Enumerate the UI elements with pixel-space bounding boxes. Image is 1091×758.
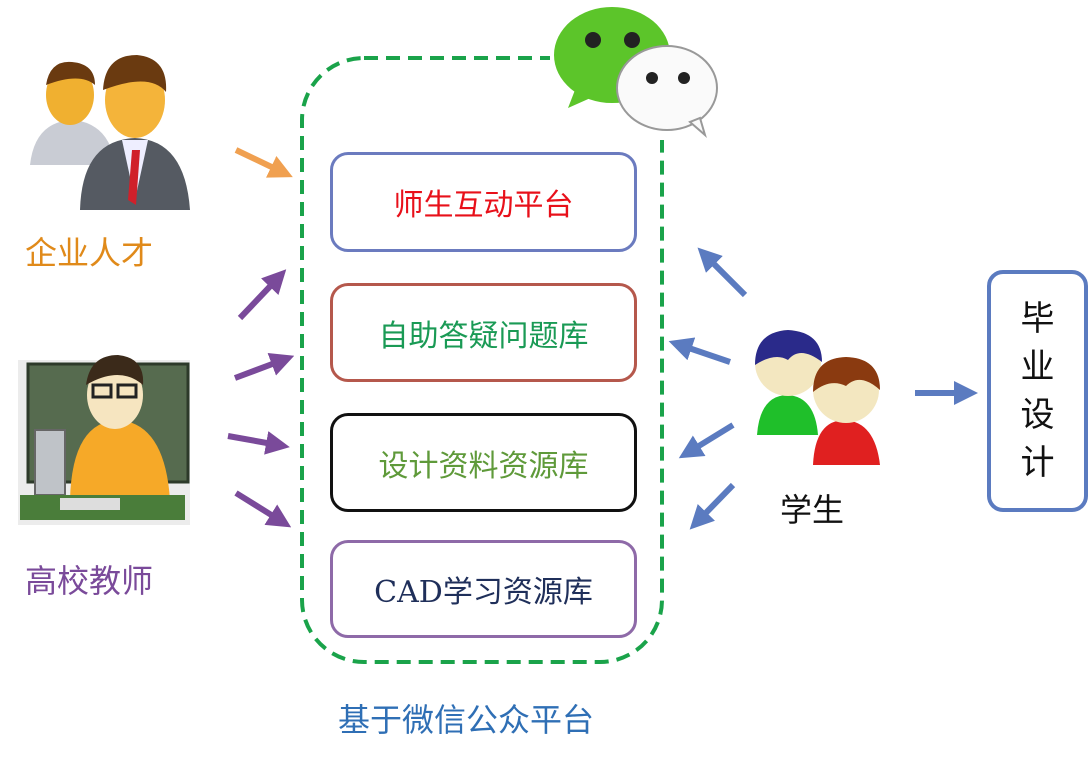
enterprise-people-icon [30,55,190,210]
teacher-arrow-1 [237,269,287,321]
teacher-arrow-4 [234,490,292,528]
enterprise-label: 企业人才 [25,234,154,272]
module-interaction-platform: 师生互动平台 [330,152,637,252]
outcome-char: 毕 [1020,299,1055,339]
teacher-at-computer-icon [18,355,190,525]
teacher-arrow-3 [227,431,290,455]
module-design-resources: 设计资料资源库 [330,413,637,512]
students-icon [755,330,880,465]
outcome-char: 计 [1020,443,1055,483]
module-cad-resources: CAD学习资源库 [330,540,637,638]
teachers-label: 高校教师 [25,562,154,600]
students-label: 学生 [780,491,845,529]
outcome-char: 业 [1020,347,1055,387]
graduation-design-box: 毕 业 设 计 [987,270,1088,512]
student-arrow-3 [678,422,735,459]
module-qa-bank: 自助答疑问题库 [330,283,637,382]
student-arrow-2 [668,337,731,365]
outcome-char: 设 [1020,395,1055,435]
platform-caption: 基于微信公众平台 [338,701,595,739]
platform-dashed-border [300,56,664,664]
teacher-arrow-2 [233,352,295,381]
student-arrow-4 [689,482,736,530]
wechat-icon [550,0,718,140]
enterprise-arrow [234,147,293,178]
student-arrow-1 [697,247,748,298]
